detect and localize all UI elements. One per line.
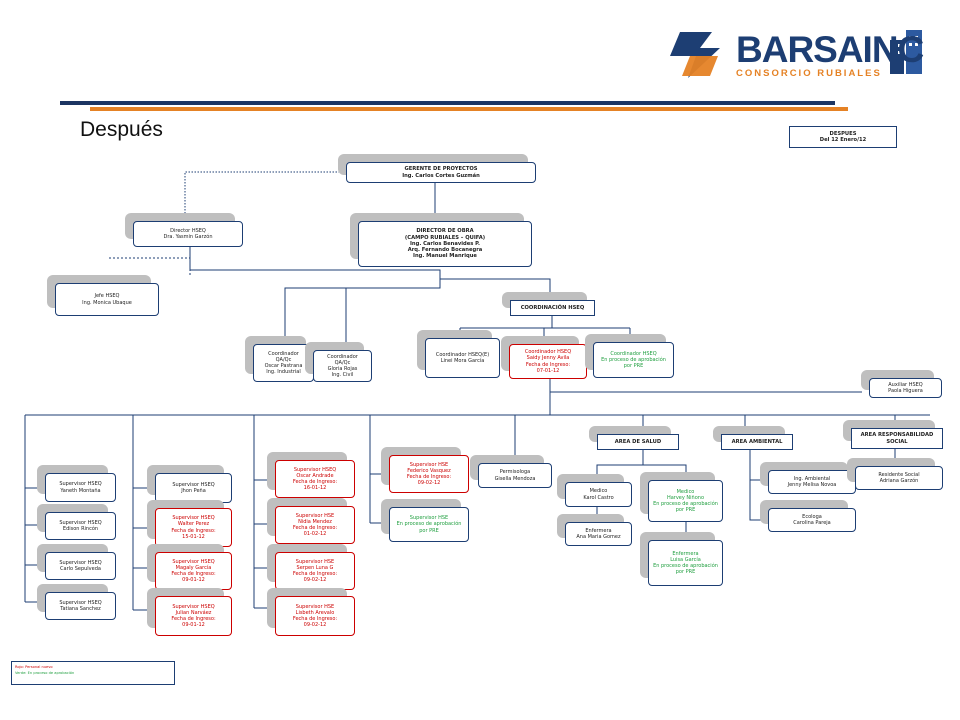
header-rule-navy <box>60 101 835 105</box>
node-text: Supervisor HSEQ Edison Rincón <box>59 519 102 532</box>
node-residente-social: Residente Social Adriana Garzón <box>855 466 943 490</box>
node-text: Medico Karol Castro <box>583 488 614 501</box>
node-coordinacion-hseq: COORDINACIÓN HSEQ <box>510 300 595 316</box>
node-enfermera-2: Enfermera Luisa García En proceso de apr… <box>648 540 723 586</box>
node-coord-hseq-1: Coordinador HSEQ(E) Linei Mora García <box>425 338 500 378</box>
node-medico-2: Medico Harvey Niñono En proceso de aprob… <box>648 480 723 522</box>
page-title: Después <box>80 118 163 141</box>
node-text: Permisologa Gisella Mendoza <box>494 469 536 482</box>
node-text: Supervisor HSEQ Carlo Sepulveda <box>59 559 102 572</box>
node-sup-c1-1: Supervisor HSEQ Yaneth Montaña <box>45 473 116 502</box>
node-sup-c2-1: Supervisor HSEQ Jhon Peña <box>155 473 232 503</box>
before-after-stamp: DESPUES Del 12 Enero/12 <box>789 126 897 148</box>
node-text: GERENTE DE PROYECTOS Ing. Carlos Cortes … <box>402 166 480 179</box>
node-text: Coordinador QA/Qc Oscar Pastrana Ing. In… <box>264 350 303 376</box>
color-legend: Rojo: Personal nuevo Verde: En proceso d… <box>11 661 175 685</box>
node-jefe-hseq: Jefe HSEQ Ing. Monica Ubaque <box>55 283 159 316</box>
node-sup-c4-1: Supervisor HSE Federico Vasquez Fecha de… <box>389 455 469 493</box>
legend-green: Verde: En proceso de aprobación <box>15 671 75 675</box>
node-text: Supervisor HSE Lisbeth Arevalo Fecha de … <box>292 603 338 629</box>
node-text: Supervisor HSE Federico Vasquez Fecha de… <box>406 461 452 487</box>
stamp-text: DESPUES Del 12 Enero/12 <box>819 130 867 143</box>
node-director-hseq: Director HSEQ Dra. Yasmin Garzón <box>133 221 243 247</box>
node-text: Supervisor HSE En proceso de aprobación … <box>396 515 462 534</box>
node-text: Supervisor HSE Serpen Luna G Fecha de In… <box>292 558 338 584</box>
node-sup-c4-2: Supervisor HSE En proceso de aprobación … <box>389 507 469 542</box>
node-coord-hseq-3: Coordinador HSEQ En proceso de aprobació… <box>593 342 674 378</box>
node-sup-c3-4: Supervisor HSE Lisbeth Arevalo Fecha de … <box>275 596 355 636</box>
node-enfermera-1: Enfermera Ana Maria Gomez <box>565 522 632 546</box>
node-sup-c2-4: Supervisor HSEQ Julian Narváez Fecha de … <box>155 596 232 636</box>
node-text: Supervisor HSEQ Yaneth Montaña <box>59 481 102 494</box>
node-text: Coordinador HSEQ Saidy Jenny Avila Fecha… <box>524 349 572 374</box>
node-text: Supervisor HSEQ Walter Perez Fecha de In… <box>171 515 216 540</box>
node-text: Coordinador HSEQ En proceso de aprobació… <box>601 350 666 370</box>
node-area-salud: AREA DE SALUD <box>597 434 679 450</box>
node-text: AREA RESPONSABILIDAD SOCIAL <box>860 432 934 445</box>
node-sup-c2-3: Supervisor HSEQ Magaly García Fecha de I… <box>155 552 232 590</box>
node-ing-ambiental: Ing. Ambiental Jenny Melisa Novoa <box>768 470 856 494</box>
legend-red: Rojo: Personal nuevo <box>15 665 53 669</box>
node-text: Coordinador HSEQ(E) Linei Mora García <box>435 351 490 364</box>
node-medico-1: Medico Karol Castro <box>565 482 632 507</box>
node-coord-qaqc-1: Coordinador QA/Qc Oscar Pastrana Ing. In… <box>253 344 314 382</box>
node-text: Enfermera Luisa García En proceso de apr… <box>653 550 718 576</box>
node-text: AREA DE SALUD <box>614 438 662 445</box>
node-sup-c3-1: Supervisor HSEQ Oscar Andrade Fecha de I… <box>275 460 355 498</box>
logo-subtitle: CONSORCIO RUBIALES <box>736 68 882 79</box>
node-coord-qaqc-2: Coordinador QA/Qc Gloria Rojas Ing. Civi… <box>313 350 372 382</box>
node-sup-c1-3: Supervisor HSEQ Carlo Sepulveda <box>45 552 116 580</box>
node-text: Supervisor HSEQ Oscar Andrade Fecha de I… <box>292 466 338 492</box>
node-text: Ing. Ambiental Jenny Melisa Novoa <box>787 475 837 488</box>
node-auxiliar-hseq: Auxiliar HSEQ Paola Higuera <box>869 378 942 398</box>
node-text: Supervisor HSEQ Jhon Peña <box>172 481 215 494</box>
node-text: Enfermera Ana Maria Gomez <box>576 527 621 540</box>
node-text: Supervisor HSE Nidia Mendez Fecha de Ing… <box>292 512 338 538</box>
node-text: Supervisor HSEQ Tatiana Sanchez <box>59 599 102 612</box>
node-sup-c1-4: Supervisor HSEQ Tatiana Sanchez <box>45 592 116 620</box>
node-text: Coordinador QA/Qc Gloria Rojas Ing. Civi… <box>327 353 358 379</box>
node-sup-c3-2: Supervisor HSE Nidia Mendez Fecha de Ing… <box>275 506 355 544</box>
node-text: Jefe HSEQ Ing. Monica Ubaque <box>82 293 132 306</box>
node-sup-c1-2: Supervisor HSEQ Edison Rincón <box>45 512 116 540</box>
node-text: Residente Social Adriana Garzón <box>878 471 920 484</box>
node-sup-c3-3: Supervisor HSE Serpen Luna G Fecha de In… <box>275 552 355 590</box>
node-area-ambiental: AREA AMBIENTAL <box>721 434 793 450</box>
node-sup-c2-2: Supervisor HSEQ Walter Perez Fecha de In… <box>155 508 232 547</box>
logo-name: BARSAINC <box>736 29 924 70</box>
node-text: Auxiliar HSEQ Paola Higuera <box>888 381 923 394</box>
node-gerente: GERENTE DE PROYECTOS Ing. Carlos Cortes … <box>346 162 536 183</box>
node-ecologa: Ecologa Carolina Pareja <box>768 508 856 532</box>
header-rule-orange <box>90 107 848 111</box>
node-coord-hseq-2: Coordinador HSEQ Saidy Jenny Avila Fecha… <box>509 344 587 379</box>
node-permisologa: Permisologa Gisella Mendoza <box>478 463 552 488</box>
node-area-social: AREA RESPONSABILIDAD SOCIAL <box>851 428 943 449</box>
node-text: DIRECTOR DE OBRA (CAMPO RUBIALES – QUIFA… <box>404 228 486 260</box>
node-text: Medico Harvey Niñono En proceso de aprob… <box>653 488 718 514</box>
node-director-obra: DIRECTOR DE OBRA (CAMPO RUBIALES – QUIFA… <box>358 221 532 267</box>
barsainc-logo-mark <box>670 30 922 78</box>
node-text: Director HSEQ Dra. Yasmin Garzón <box>163 227 213 240</box>
node-text: COORDINACIÓN HSEQ <box>520 304 585 311</box>
node-text: Supervisor HSEQ Julian Narváez Fecha de … <box>171 603 216 629</box>
node-text: Supervisor HSEQ Magaly García Fecha de I… <box>171 558 216 584</box>
node-text: Ecologa Carolina Pareja <box>793 513 831 526</box>
node-text: AREA AMBIENTAL <box>731 438 783 445</box>
